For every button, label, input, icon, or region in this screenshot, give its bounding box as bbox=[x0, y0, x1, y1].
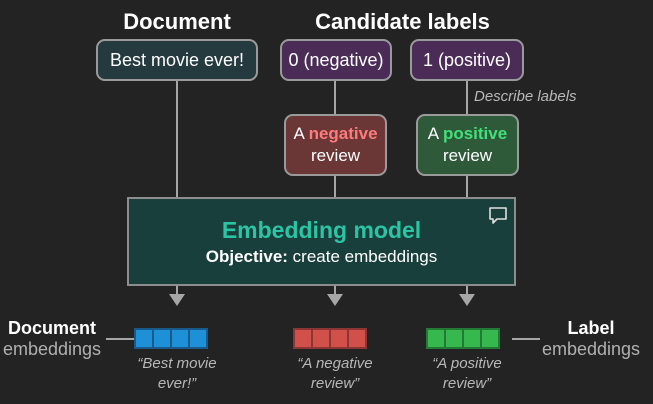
neg-arrow-icon bbox=[327, 294, 343, 306]
negative-caption-line1: “A negative bbox=[297, 355, 373, 372]
positive-description-pre: A bbox=[427, 124, 439, 143]
doc-arrow-icon bbox=[169, 294, 185, 306]
document-embeddings-leader bbox=[106, 338, 134, 340]
embedding-model-box: Embedding model Objective: create embedd… bbox=[127, 197, 516, 286]
negative-description-pre: A bbox=[293, 124, 304, 143]
document-heading: Document bbox=[123, 9, 231, 34]
negative-desc-connector bbox=[334, 175, 336, 198]
negative-description-line1: A negative bbox=[293, 123, 377, 145]
positive-embedding-caption: “A positive review” bbox=[407, 354, 527, 394]
embedding-cell bbox=[134, 328, 154, 349]
neg-arrow-shaft bbox=[334, 286, 336, 296]
embedding-cell bbox=[347, 328, 367, 349]
positive-description-keyword: positive bbox=[442, 124, 508, 143]
document-embeddings-label: Document embeddings bbox=[2, 318, 102, 360]
label-embeddings-leader bbox=[512, 338, 540, 340]
embedding-cell bbox=[311, 328, 331, 349]
document-embedding-vector bbox=[134, 328, 208, 349]
label-embeddings-label-bottom: embeddings bbox=[541, 339, 641, 359]
negative-caption-line2: review” bbox=[310, 375, 360, 392]
embedding-cell bbox=[293, 328, 313, 349]
embedding-cell bbox=[444, 328, 464, 349]
pos-arrow-icon bbox=[459, 294, 475, 306]
embedding-cell bbox=[426, 328, 446, 349]
negative-label-box: 0 (negative) bbox=[280, 39, 392, 81]
negative-description-box: A negative review bbox=[284, 114, 387, 176]
positive-desc-connector bbox=[466, 175, 468, 198]
positive-caption-line2: review” bbox=[442, 375, 492, 392]
negative-embedding-caption: “A negative review” bbox=[275, 354, 395, 394]
positive-embedding-vector bbox=[426, 328, 500, 349]
positive-description-post: review bbox=[442, 146, 493, 165]
describe-labels-annotation: Describe labels bbox=[474, 88, 577, 105]
negative-description-post: review bbox=[310, 146, 361, 165]
document-caption-line1: “Best movie bbox=[137, 355, 217, 372]
chat-bubble-icon bbox=[489, 207, 507, 224]
document-embedding-caption: “Best movie ever!” bbox=[117, 354, 237, 394]
embedding-cell bbox=[480, 328, 500, 349]
document-caption-line2: ever!” bbox=[157, 375, 197, 392]
document-embeddings-label-bottom: embeddings bbox=[2, 339, 102, 359]
candidate-labels-heading: Candidate labels bbox=[315, 9, 490, 34]
label-embeddings-label: Label embeddings bbox=[538, 318, 644, 360]
pos-arrow-shaft bbox=[466, 286, 468, 296]
negative-description-keyword: negative bbox=[308, 124, 378, 143]
embedding-cell bbox=[188, 328, 208, 349]
negative-label-text: 0 (negative) bbox=[288, 50, 384, 70]
document-embeddings-label-top: Document bbox=[7, 318, 96, 338]
positive-description-line1: A positive bbox=[428, 123, 507, 145]
document-box: Best movie ever! bbox=[96, 39, 258, 81]
objective-label: Objective: bbox=[205, 246, 288, 266]
doc-arrow-shaft bbox=[176, 286, 178, 296]
embedding-cell bbox=[329, 328, 349, 349]
embedding-cell bbox=[152, 328, 172, 349]
embedding-cell bbox=[462, 328, 482, 349]
document-text: Best movie ever! bbox=[109, 50, 245, 70]
embedding-cell bbox=[170, 328, 190, 349]
objective-text: create embeddings bbox=[292, 246, 438, 266]
negative-label-connector bbox=[334, 80, 336, 114]
positive-label-connector bbox=[466, 80, 468, 114]
document-connector bbox=[176, 80, 178, 198]
positive-caption-line1: “A positive bbox=[432, 355, 502, 372]
positive-label-box: 1 (positive) bbox=[410, 39, 524, 81]
positive-description-box: A positive review bbox=[416, 114, 519, 176]
negative-embedding-vector bbox=[293, 328, 367, 349]
embedding-model-objective: Objective: create embeddings bbox=[206, 247, 438, 267]
label-embeddings-label-top: Label bbox=[567, 318, 615, 338]
embedding-model-title: Embedding model bbox=[221, 216, 422, 243]
positive-label-text: 1 (positive) bbox=[422, 50, 512, 70]
